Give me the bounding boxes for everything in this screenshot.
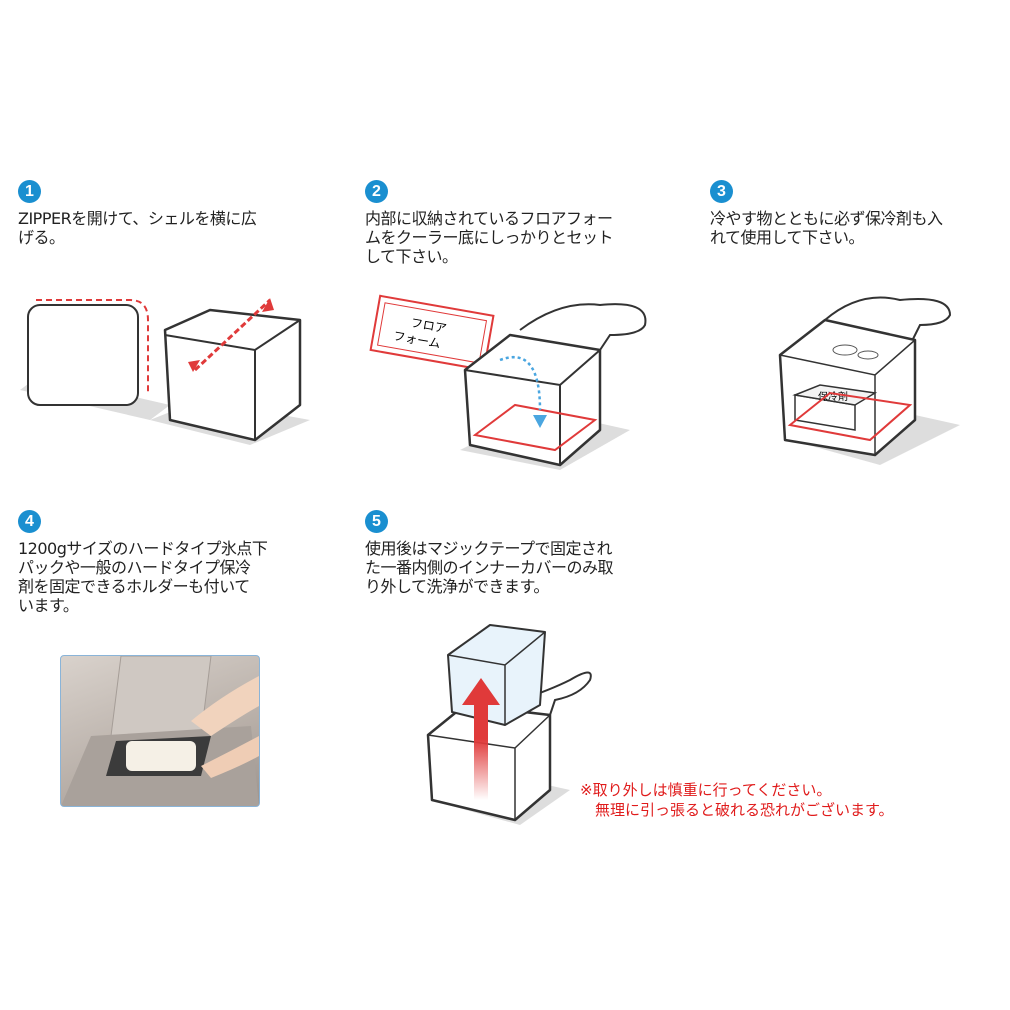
step-1-text: ZIPPERを開けて、シェルを横に広 げる。 bbox=[18, 209, 257, 247]
step-5-text: 使用後はマジックテープで固定され た一番内側のインナーカバーのみ取 り外して洗浄… bbox=[365, 539, 614, 596]
step-4: 4 1200gサイズのハードタイプ氷点下 パックや一般のハードタイプ保冷 剤を固… bbox=[18, 510, 318, 615]
step-5: 5 使用後はマジックテープで固定され た一番内側のインナーカバーのみ取 り外して… bbox=[365, 510, 665, 596]
up-arrow-icon bbox=[462, 678, 500, 800]
step-3-text: 冷やす物とともに必ず保冷剤も入 れて使用して下さい。 bbox=[710, 209, 943, 247]
step-number-4: 4 bbox=[18, 510, 41, 533]
step-2: 2 内部に収納されているフロアフォー ムをクーラー底にしっかりとセット して下さ… bbox=[365, 180, 665, 266]
holder-photo bbox=[60, 655, 260, 807]
floor-foam-label-1: フロア bbox=[410, 316, 448, 336]
step-number-2: 2 bbox=[365, 180, 388, 203]
step-number-1: 1 bbox=[18, 180, 41, 203]
step-3: 3 冷やす物とともに必ず保冷剤も入 れて使用して下さい。 bbox=[710, 180, 1010, 247]
step-1: 1 ZIPPERを開けて、シェルを横に広 げる。 bbox=[18, 180, 318, 247]
step-number-3: 3 bbox=[710, 180, 733, 203]
open-arrow bbox=[193, 298, 272, 372]
step-2-text: 内部に収納されているフロアフォー ムをクーラー底にしっかりとセット して下さい。 bbox=[365, 209, 614, 266]
ice-pack-label: 保冷剤 bbox=[818, 390, 848, 403]
removal-warning: ※取り外しは慎重に行ってください。 無理に引っ張ると破れる恐れがございます。 bbox=[580, 781, 894, 819]
step-4-text: 1200gサイズのハードタイプ氷点下 パックや一般のハードタイプ保冷 剤を固定で… bbox=[18, 539, 268, 615]
step-number-5: 5 bbox=[365, 510, 388, 533]
